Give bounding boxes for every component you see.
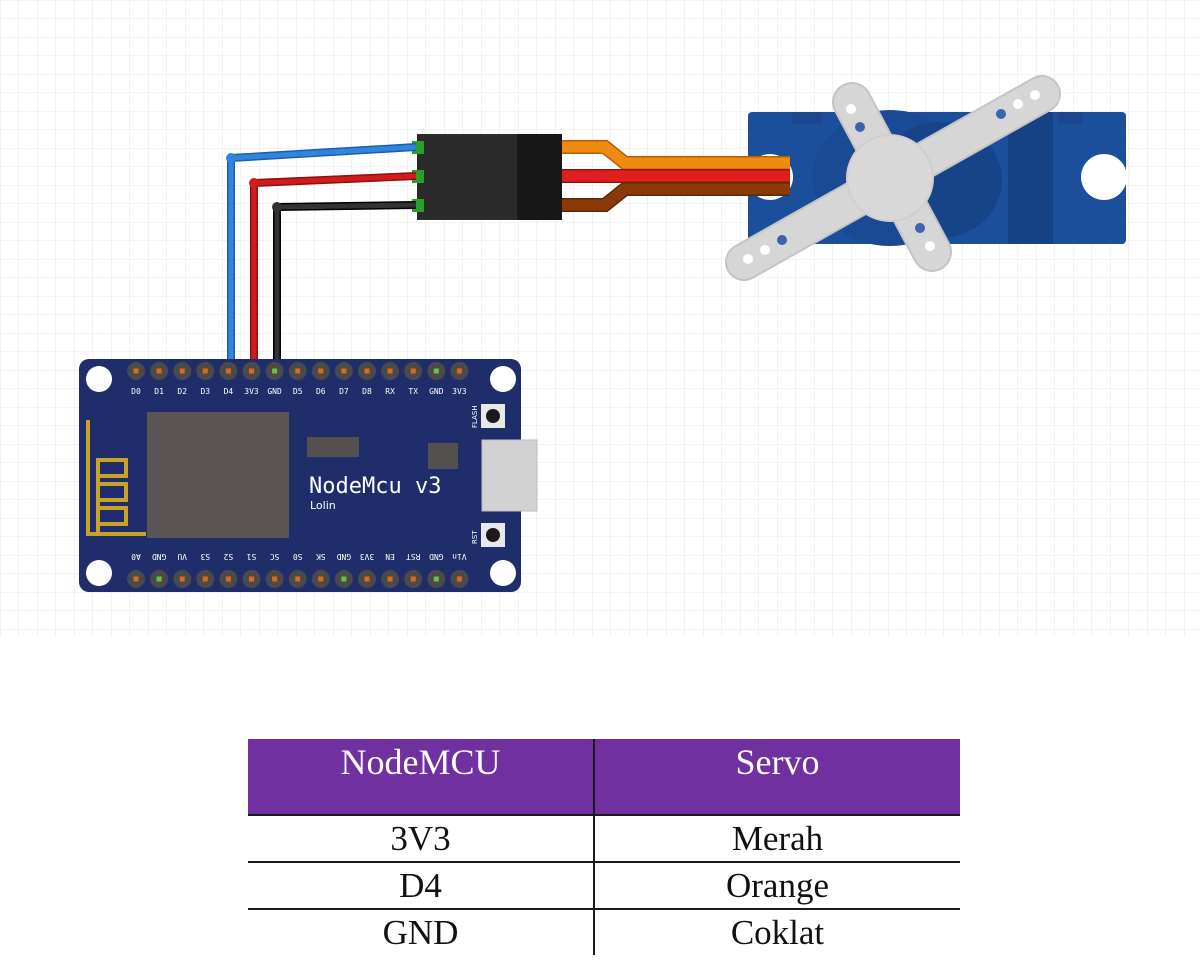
top-pin-contact <box>179 368 185 374</box>
top-pin-contact <box>410 368 416 374</box>
board-mount-hole <box>86 560 112 586</box>
servo-connector <box>412 134 562 220</box>
top-pin-label: GND <box>267 387 282 396</box>
bottom-pin-contact <box>295 576 301 582</box>
top-pin-contact <box>202 368 208 374</box>
board-name: NodeMcu v3 <box>309 474 441 499</box>
bottom-pin-contact <box>272 576 278 582</box>
bottom-pin-contact <box>364 576 370 582</box>
table-cell-servo-wire: Coklat <box>730 912 825 952</box>
top-pin-label: D7 <box>339 387 349 396</box>
bottom-pin-contact <box>156 576 162 582</box>
bottom-pin-label: RST <box>406 552 421 561</box>
esp-module-shield <box>147 412 289 538</box>
bottom-pin-header: A0 GND VU S3 S2 S1 SC S0 SK GND 3V3 EN RST GND Vin <box>127 552 469 588</box>
top-pin-contact <box>225 368 231 374</box>
top-pin-label: 3V3 <box>452 387 467 396</box>
bottom-pin-label: S2 <box>223 552 233 561</box>
bottom-pin-label: S3 <box>200 552 210 561</box>
table-header-servo: Servo <box>594 739 960 815</box>
wiring-table: NodeMCU Servo 3V3 Merah D4 Orange GND Co… <box>248 739 960 955</box>
bottom-pin-label: 3V3 <box>360 552 375 561</box>
top-pin-contact <box>456 368 462 374</box>
bottom-pin-label: GND <box>152 552 167 561</box>
table-cell-servo-wire: Orange <box>725 865 829 905</box>
top-pin-label: GND <box>429 387 444 396</box>
bottom-pin-label: GND <box>429 552 444 561</box>
top-pin-label: D8 <box>362 387 372 396</box>
table-header-nodemcu: NodeMCU <box>248 739 595 815</box>
jumper-wires <box>226 143 417 370</box>
bottom-pin-contact <box>410 576 416 582</box>
bottom-pin-contact <box>133 576 139 582</box>
bottom-pin-label: GND <box>336 552 351 561</box>
bottom-pin-contact <box>433 576 439 582</box>
top-pin-label: D4 <box>224 387 234 396</box>
top-pin-label: TX <box>408 387 418 396</box>
chip <box>428 443 458 469</box>
top-pin-label: RX <box>385 387 395 396</box>
servo-motor <box>725 75 1127 281</box>
top-pin-contact <box>387 368 393 374</box>
top-pin-contact <box>272 368 278 374</box>
top-pin-label: D0 <box>131 387 141 396</box>
bottom-pin-label: S0 <box>293 552 303 561</box>
table-cell-servo-wire: Merah <box>731 818 824 858</box>
bottom-pin-contact <box>387 576 393 582</box>
board-subtitle: Lolin <box>310 499 336 512</box>
bottom-pin-label: S1 <box>247 552 257 561</box>
table-row: GND Coklat <box>248 909 960 955</box>
servo-cable <box>562 140 790 212</box>
top-pin-contact <box>156 368 162 374</box>
bottom-pin-label: EN <box>385 552 395 561</box>
top-pin-contact <box>249 368 254 374</box>
table-header-row: NodeMCU Servo <box>248 739 960 815</box>
top-pin-contact <box>295 368 301 374</box>
flash-label: FLASH <box>471 405 479 428</box>
wiring-table-container: NodeMCU Servo 3V3 Merah D4 Orange GND Co… <box>248 739 960 955</box>
top-pin-label: 3V3 <box>244 387 259 396</box>
table-row: D4 Orange <box>248 862 960 909</box>
top-pin-label: D3 <box>200 387 210 396</box>
bottom-pin-label: Vin <box>452 552 467 561</box>
usb-port <box>482 440 537 511</box>
bottom-pin-contact <box>225 576 231 582</box>
bottom-pin-label: SK <box>316 552 326 561</box>
top-pin-label: D2 <box>177 387 187 396</box>
bottom-pin-contact <box>318 576 324 582</box>
table-row: 3V3 Merah <box>248 815 960 862</box>
top-pin-label: D6 <box>316 387 326 396</box>
bottom-pin-contact <box>179 576 185 582</box>
bottom-pin-contact <box>202 576 208 582</box>
servo-mount-hole-right <box>1081 154 1127 200</box>
wifi-antenna <box>86 420 146 536</box>
top-pin-label: D5 <box>293 387 303 396</box>
board-mount-hole <box>490 366 516 392</box>
rst-label: RST <box>471 530 479 544</box>
bottom-pin-contact <box>456 576 462 582</box>
bottom-pin-contact <box>341 576 347 582</box>
board-mount-hole <box>490 560 516 586</box>
bottom-pin-label: A0 <box>131 552 141 561</box>
top-pin-contact <box>433 368 439 374</box>
top-pin-label: D1 <box>154 387 164 396</box>
top-pin-contact <box>341 368 347 374</box>
top-pin-header: D0 D1 D2 D3 D4 3V3 GND D5 D6 D7 D8 RX TX GND 3V3 <box>127 362 469 396</box>
bottom-pin-label: SC <box>270 552 280 561</box>
top-pin-contact <box>318 368 324 374</box>
top-pin-contact <box>133 368 139 374</box>
table-cell-nodemcu-pin: GND <box>248 909 595 955</box>
chip <box>307 437 359 457</box>
board-mount-hole <box>86 366 112 392</box>
bottom-pin-contact <box>249 576 254 582</box>
top-pin-contact <box>364 368 370 374</box>
table-cell-nodemcu-pin: 3V3 <box>248 815 595 862</box>
servo-horn <box>725 75 1061 281</box>
servo-body-shade <box>1008 112 1053 244</box>
table-cell-nodemcu-pin: D4 <box>248 862 595 909</box>
bottom-pin-label: VU <box>177 552 187 561</box>
